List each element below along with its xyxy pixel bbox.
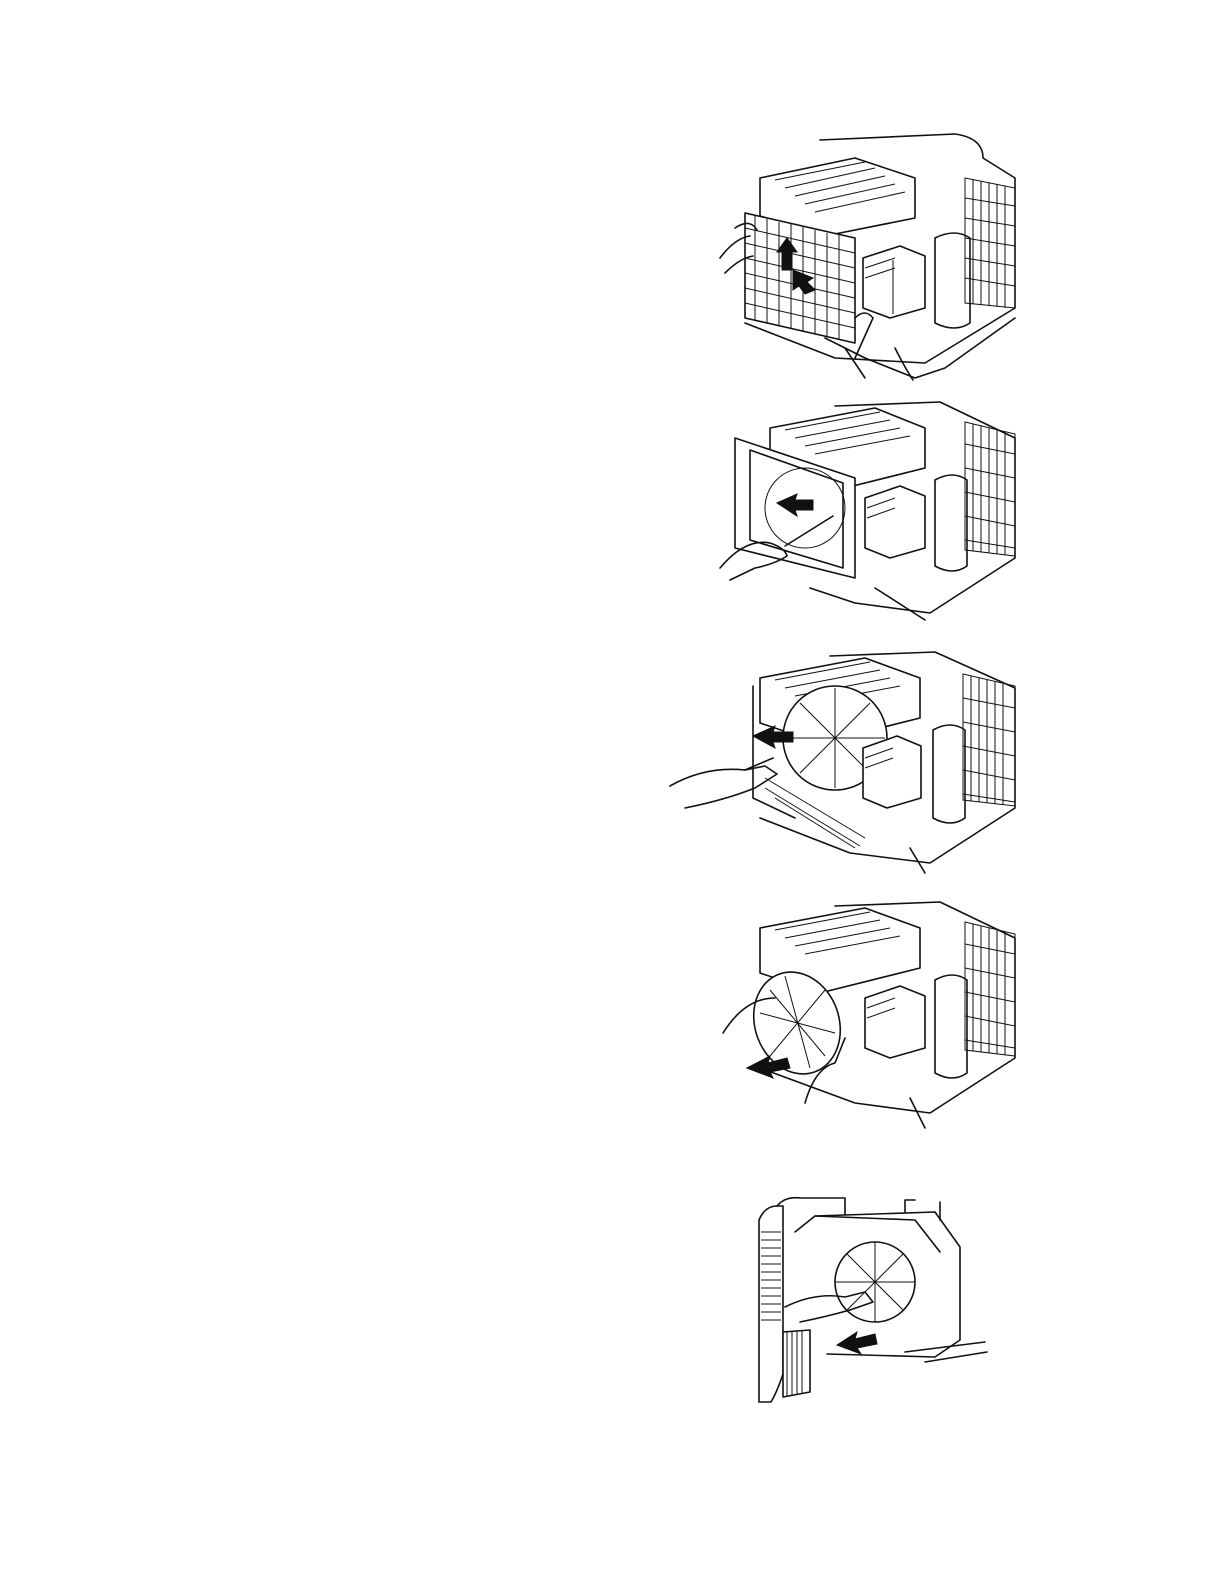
figure-2-housing-screw (715, 398, 1035, 628)
figure-5-illustration (755, 1192, 995, 1407)
figure-5-condenser-fan (755, 1192, 995, 1407)
figure-1-filter-removal (715, 118, 1035, 388)
figure-4-illustration (715, 898, 1035, 1133)
figure-3-fan-clamp (665, 648, 1035, 878)
figure-4-pull-fan (715, 898, 1035, 1133)
figure-2-illustration (715, 398, 1035, 628)
figure-3-illustration (665, 648, 1035, 878)
figure-1-illustration (715, 118, 1035, 388)
